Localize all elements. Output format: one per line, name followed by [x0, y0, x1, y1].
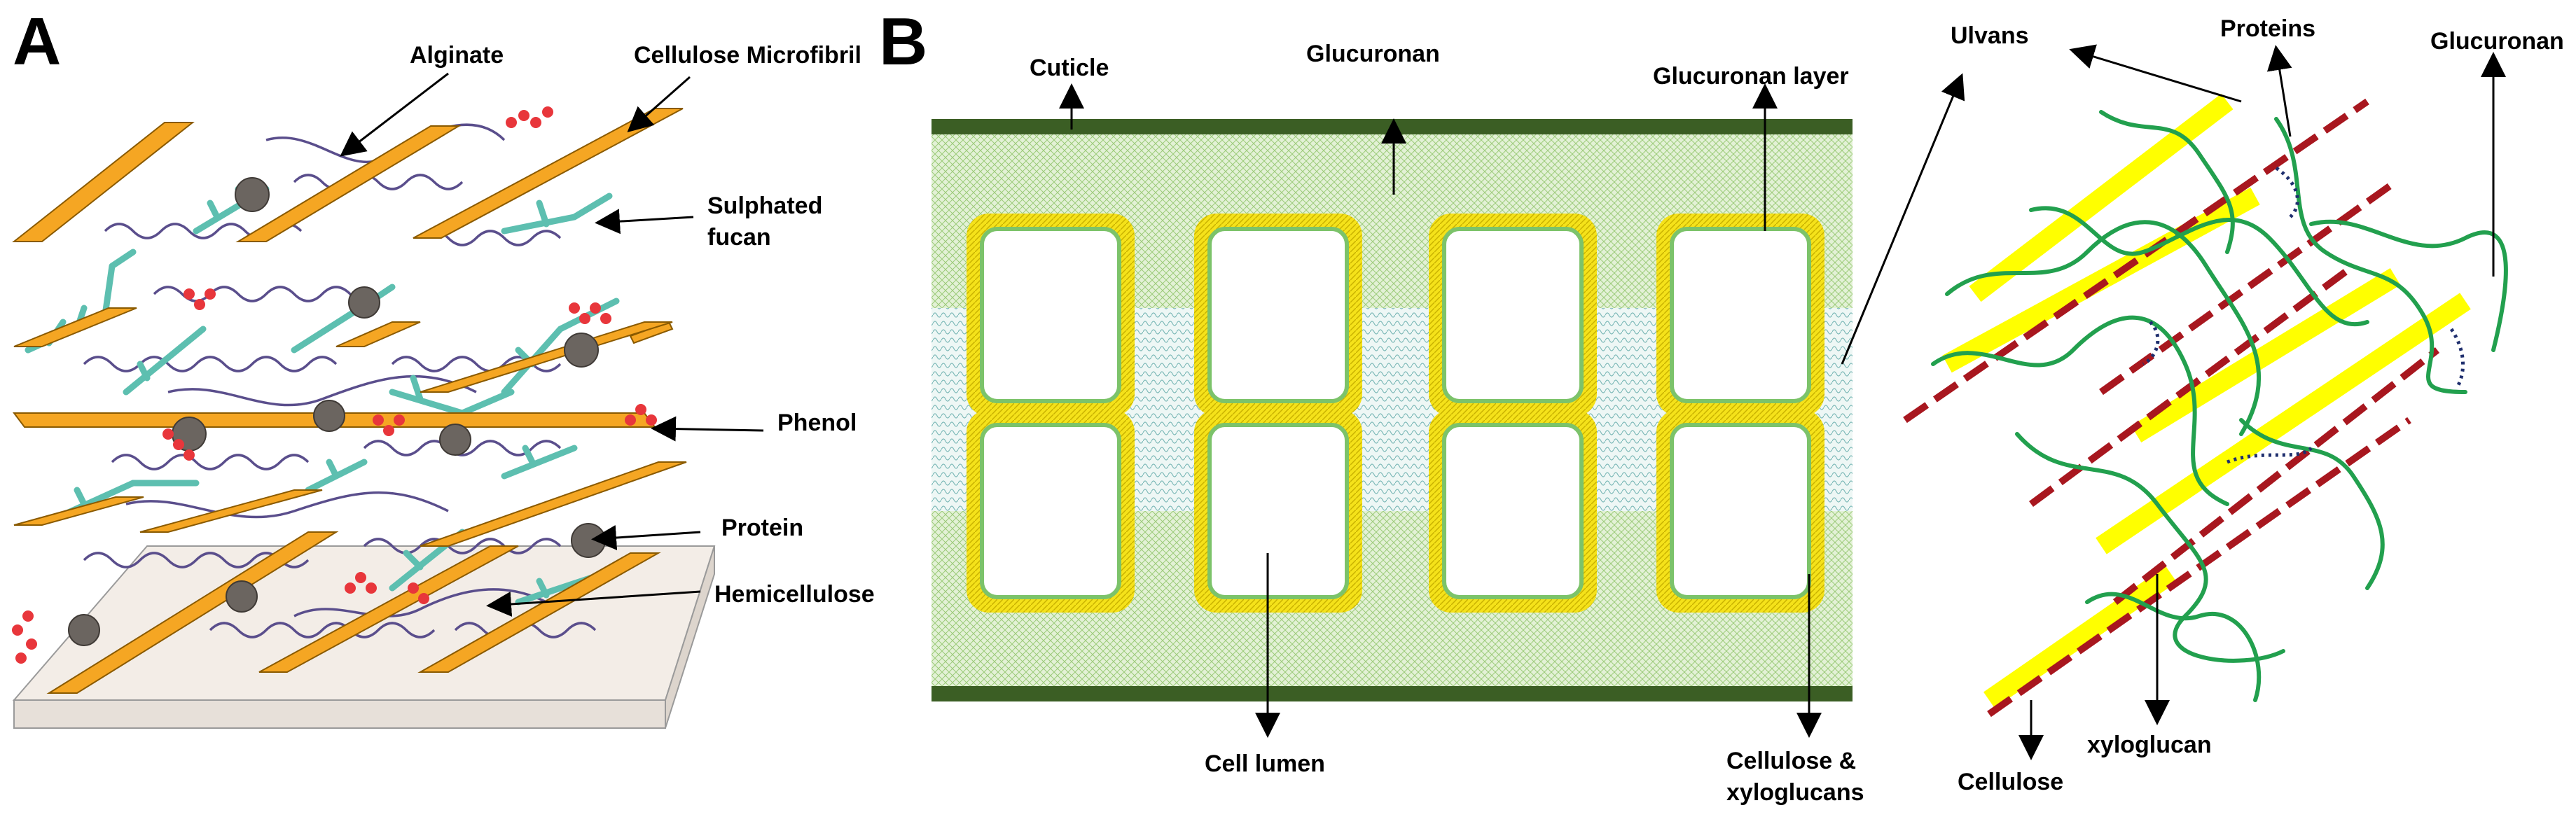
label-alginate: Alginate: [410, 42, 504, 69]
label-sulphated-fucan-line1: Sulphated: [707, 193, 822, 219]
panel-a: A: [12, 4, 875, 729]
cell: [1429, 214, 1597, 417]
label-xyloglucan: xyloglucan: [2087, 732, 2212, 758]
label-glucuronan: Glucuronan: [1306, 41, 1440, 67]
cell: [1194, 410, 1362, 613]
label-cellulose: Cellulose: [1958, 769, 2063, 795]
cell: [967, 410, 1135, 613]
label-cell-lumen: Cell lumen: [1205, 750, 1325, 777]
panel-c-arrows: [2018, 44, 2506, 760]
label-ulvans: Ulvans: [1951, 22, 2029, 49]
ulvan-strands: [1931, 110, 2508, 702]
label-phenol: Phenol: [777, 410, 857, 436]
panel-b-arrows: [1059, 73, 1965, 738]
label-cellulose-microfibril: Cellulose Microfibril: [634, 42, 861, 69]
cellulose-microfibrils: [12, 108, 687, 694]
label-cellulose-xyloglucans-line2: xyloglucans: [1726, 779, 1864, 806]
label-proteins: Proteins: [2220, 15, 2315, 42]
cell: [1194, 214, 1362, 417]
polysaccharide-chains: [83, 123, 597, 638]
label-cellulose-xyloglucans-line1: Cellulose &: [1726, 748, 1856, 774]
protein-links: [2142, 166, 2465, 464]
cell: [1429, 410, 1597, 613]
label-glucuronan-layer: Glucuronan layer: [1653, 63, 1849, 90]
label-sulphated-fucan-line2: fucan: [707, 224, 771, 251]
cell: [1656, 410, 1824, 613]
label-hemicellulose: Hemicellulose: [714, 581, 875, 608]
label-cuticle: Cuticle: [1030, 55, 1109, 81]
cellulose-bars: [1942, 93, 2471, 708]
panel-b: B: [879, 4, 1965, 806]
panel-b-letter: B: [879, 4, 927, 79]
panel-a-arrows: [340, 72, 764, 617]
panel-c: Ulvans Proteins Glucuronan xyloglucan Ce…: [1903, 15, 2564, 795]
cuticle-top: [932, 119, 1853, 134]
label-glucuronan-network: Glucuronan: [2430, 28, 2564, 55]
cell: [1656, 214, 1824, 417]
label-protein: Protein: [721, 515, 803, 541]
cells: [967, 214, 1824, 613]
cuticle-bottom: [932, 686, 1853, 701]
cell: [967, 214, 1135, 417]
panel-a-letter: A: [13, 4, 61, 79]
